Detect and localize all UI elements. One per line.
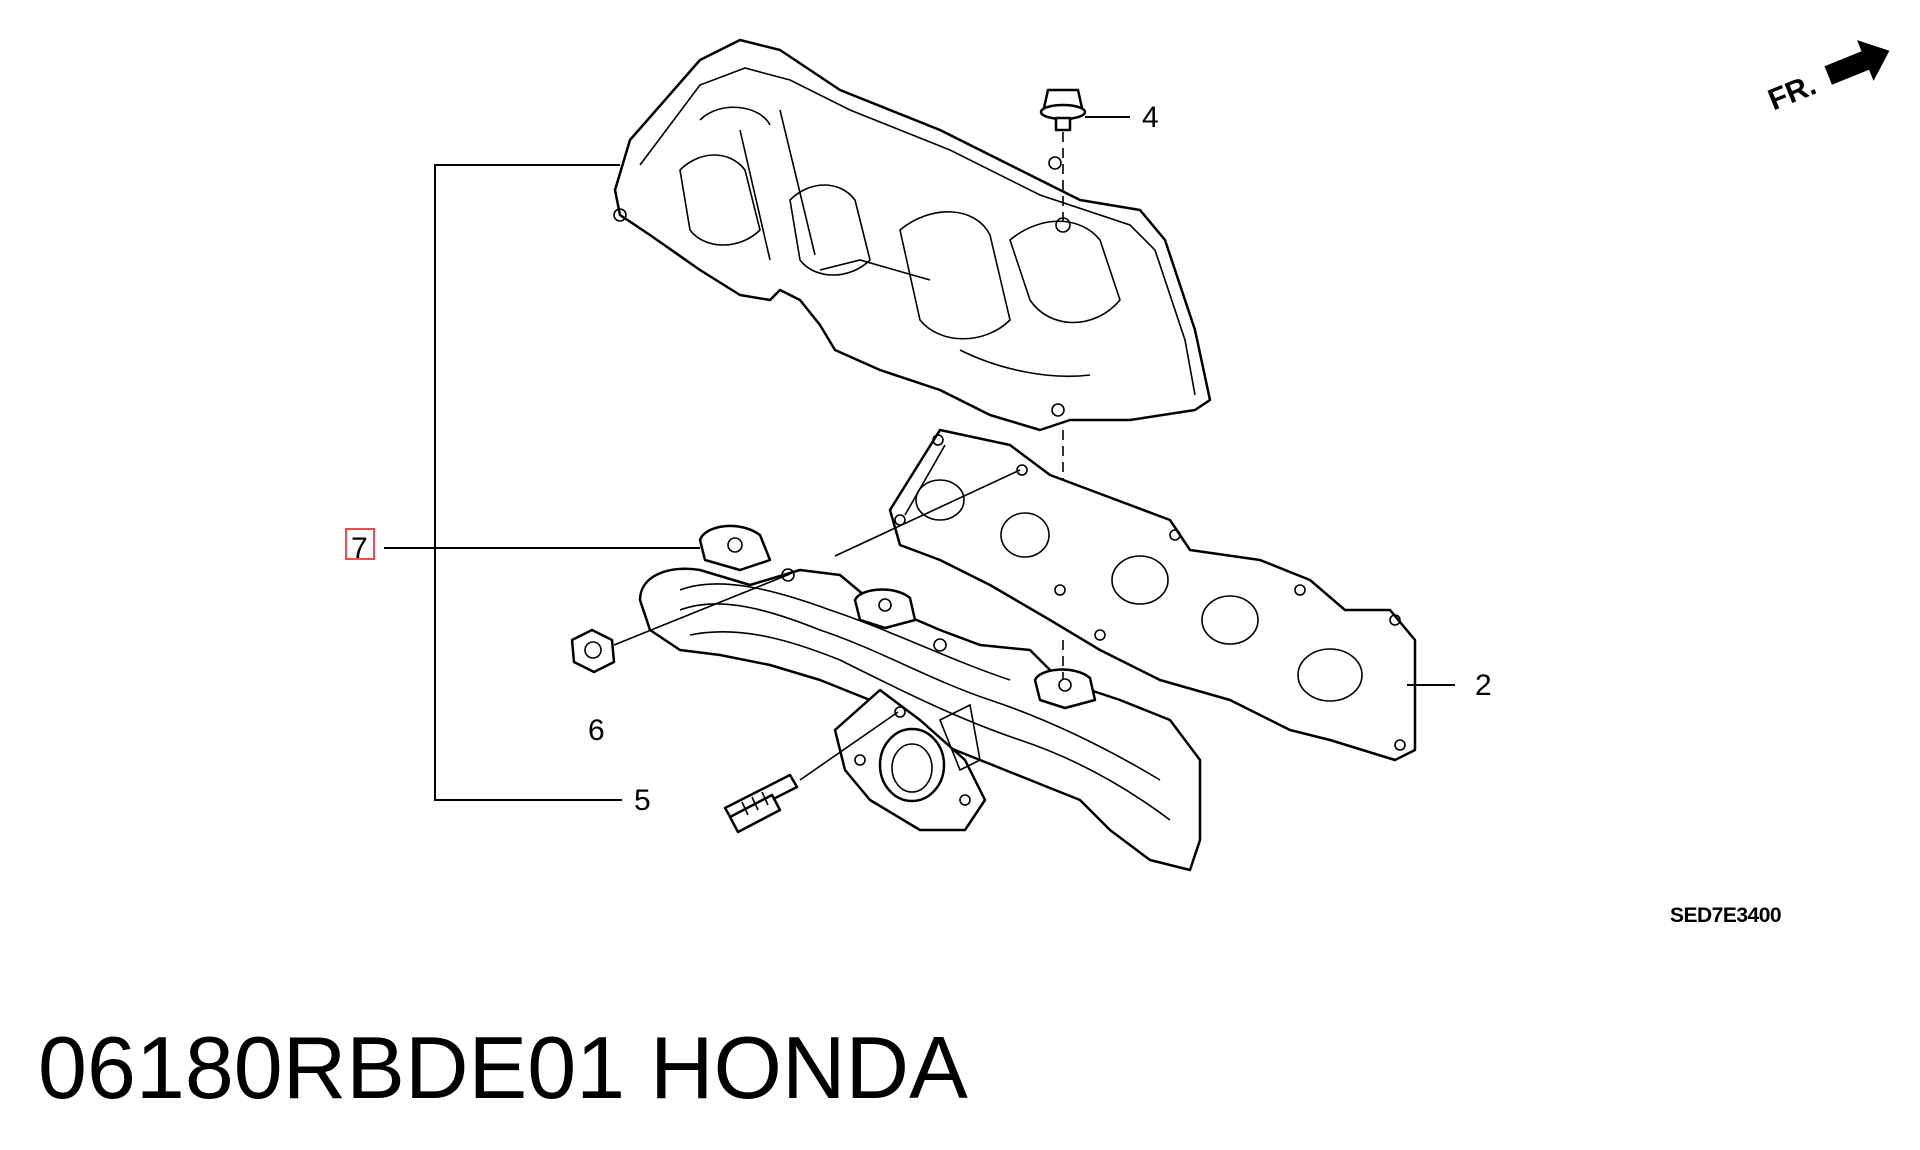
fr-label: FR.	[1764, 68, 1821, 117]
figure-code: SED7E3400	[1670, 904, 1781, 927]
callout-2[interactable]: 2	[1475, 669, 1492, 702]
stud-bolt	[723, 773, 799, 834]
callout-7[interactable]: 7	[351, 532, 368, 565]
leader-lines	[384, 116, 1455, 801]
brand-caption: HONDA	[650, 1018, 968, 1117]
heat-shield-upper	[613, 38, 1212, 432]
callout-6[interactable]: 6	[588, 714, 605, 747]
front-direction-indicator: FR.	[1764, 40, 1890, 117]
callout-4[interactable]: 4	[1142, 101, 1159, 134]
flange-bolt	[1039, 88, 1087, 132]
manifold-gasket	[888, 428, 1417, 762]
callout-5[interactable]: 5	[634, 784, 651, 817]
part-number-caption: 06180RBDE01	[38, 1018, 625, 1117]
arrow-right-icon	[1824, 40, 1890, 85]
exhaust-manifold	[638, 524, 1202, 872]
flange-nut	[570, 628, 616, 674]
callout-7-highlight	[345, 528, 375, 560]
